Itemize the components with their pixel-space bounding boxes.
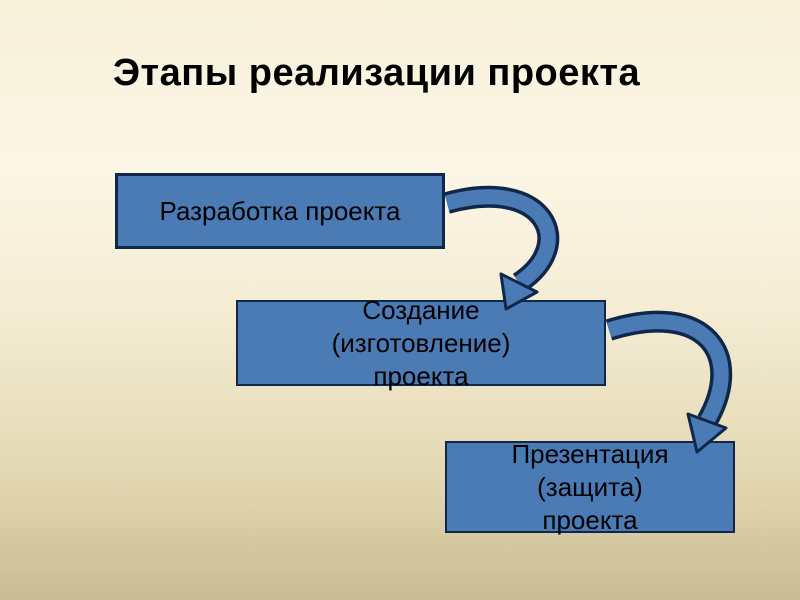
- stage-box-presentation: Презентация (защита) проекта: [445, 438, 735, 535]
- stage-box-line: проекта: [542, 504, 638, 535]
- stage-box-line: Разработка проекта: [159, 195, 401, 226]
- stage-box-line: Создание: [362, 294, 480, 325]
- stage-box-line: (изготовление): [331, 327, 511, 358]
- stage-box-line: (защита): [537, 471, 643, 502]
- stage-box-development: Разработка проекта: [115, 173, 445, 249]
- slide-title: Этапы реализации проекта: [113, 52, 641, 94]
- stage-box-line: Презентация: [511, 438, 669, 469]
- stage-box-creation: Создание (изготовление) проекта: [236, 295, 606, 391]
- curved-arrow-2-icon: [605, 310, 733, 454]
- stage-box-line: проекта: [373, 360, 469, 391]
- curved-arrow-1-icon: [444, 186, 560, 311]
